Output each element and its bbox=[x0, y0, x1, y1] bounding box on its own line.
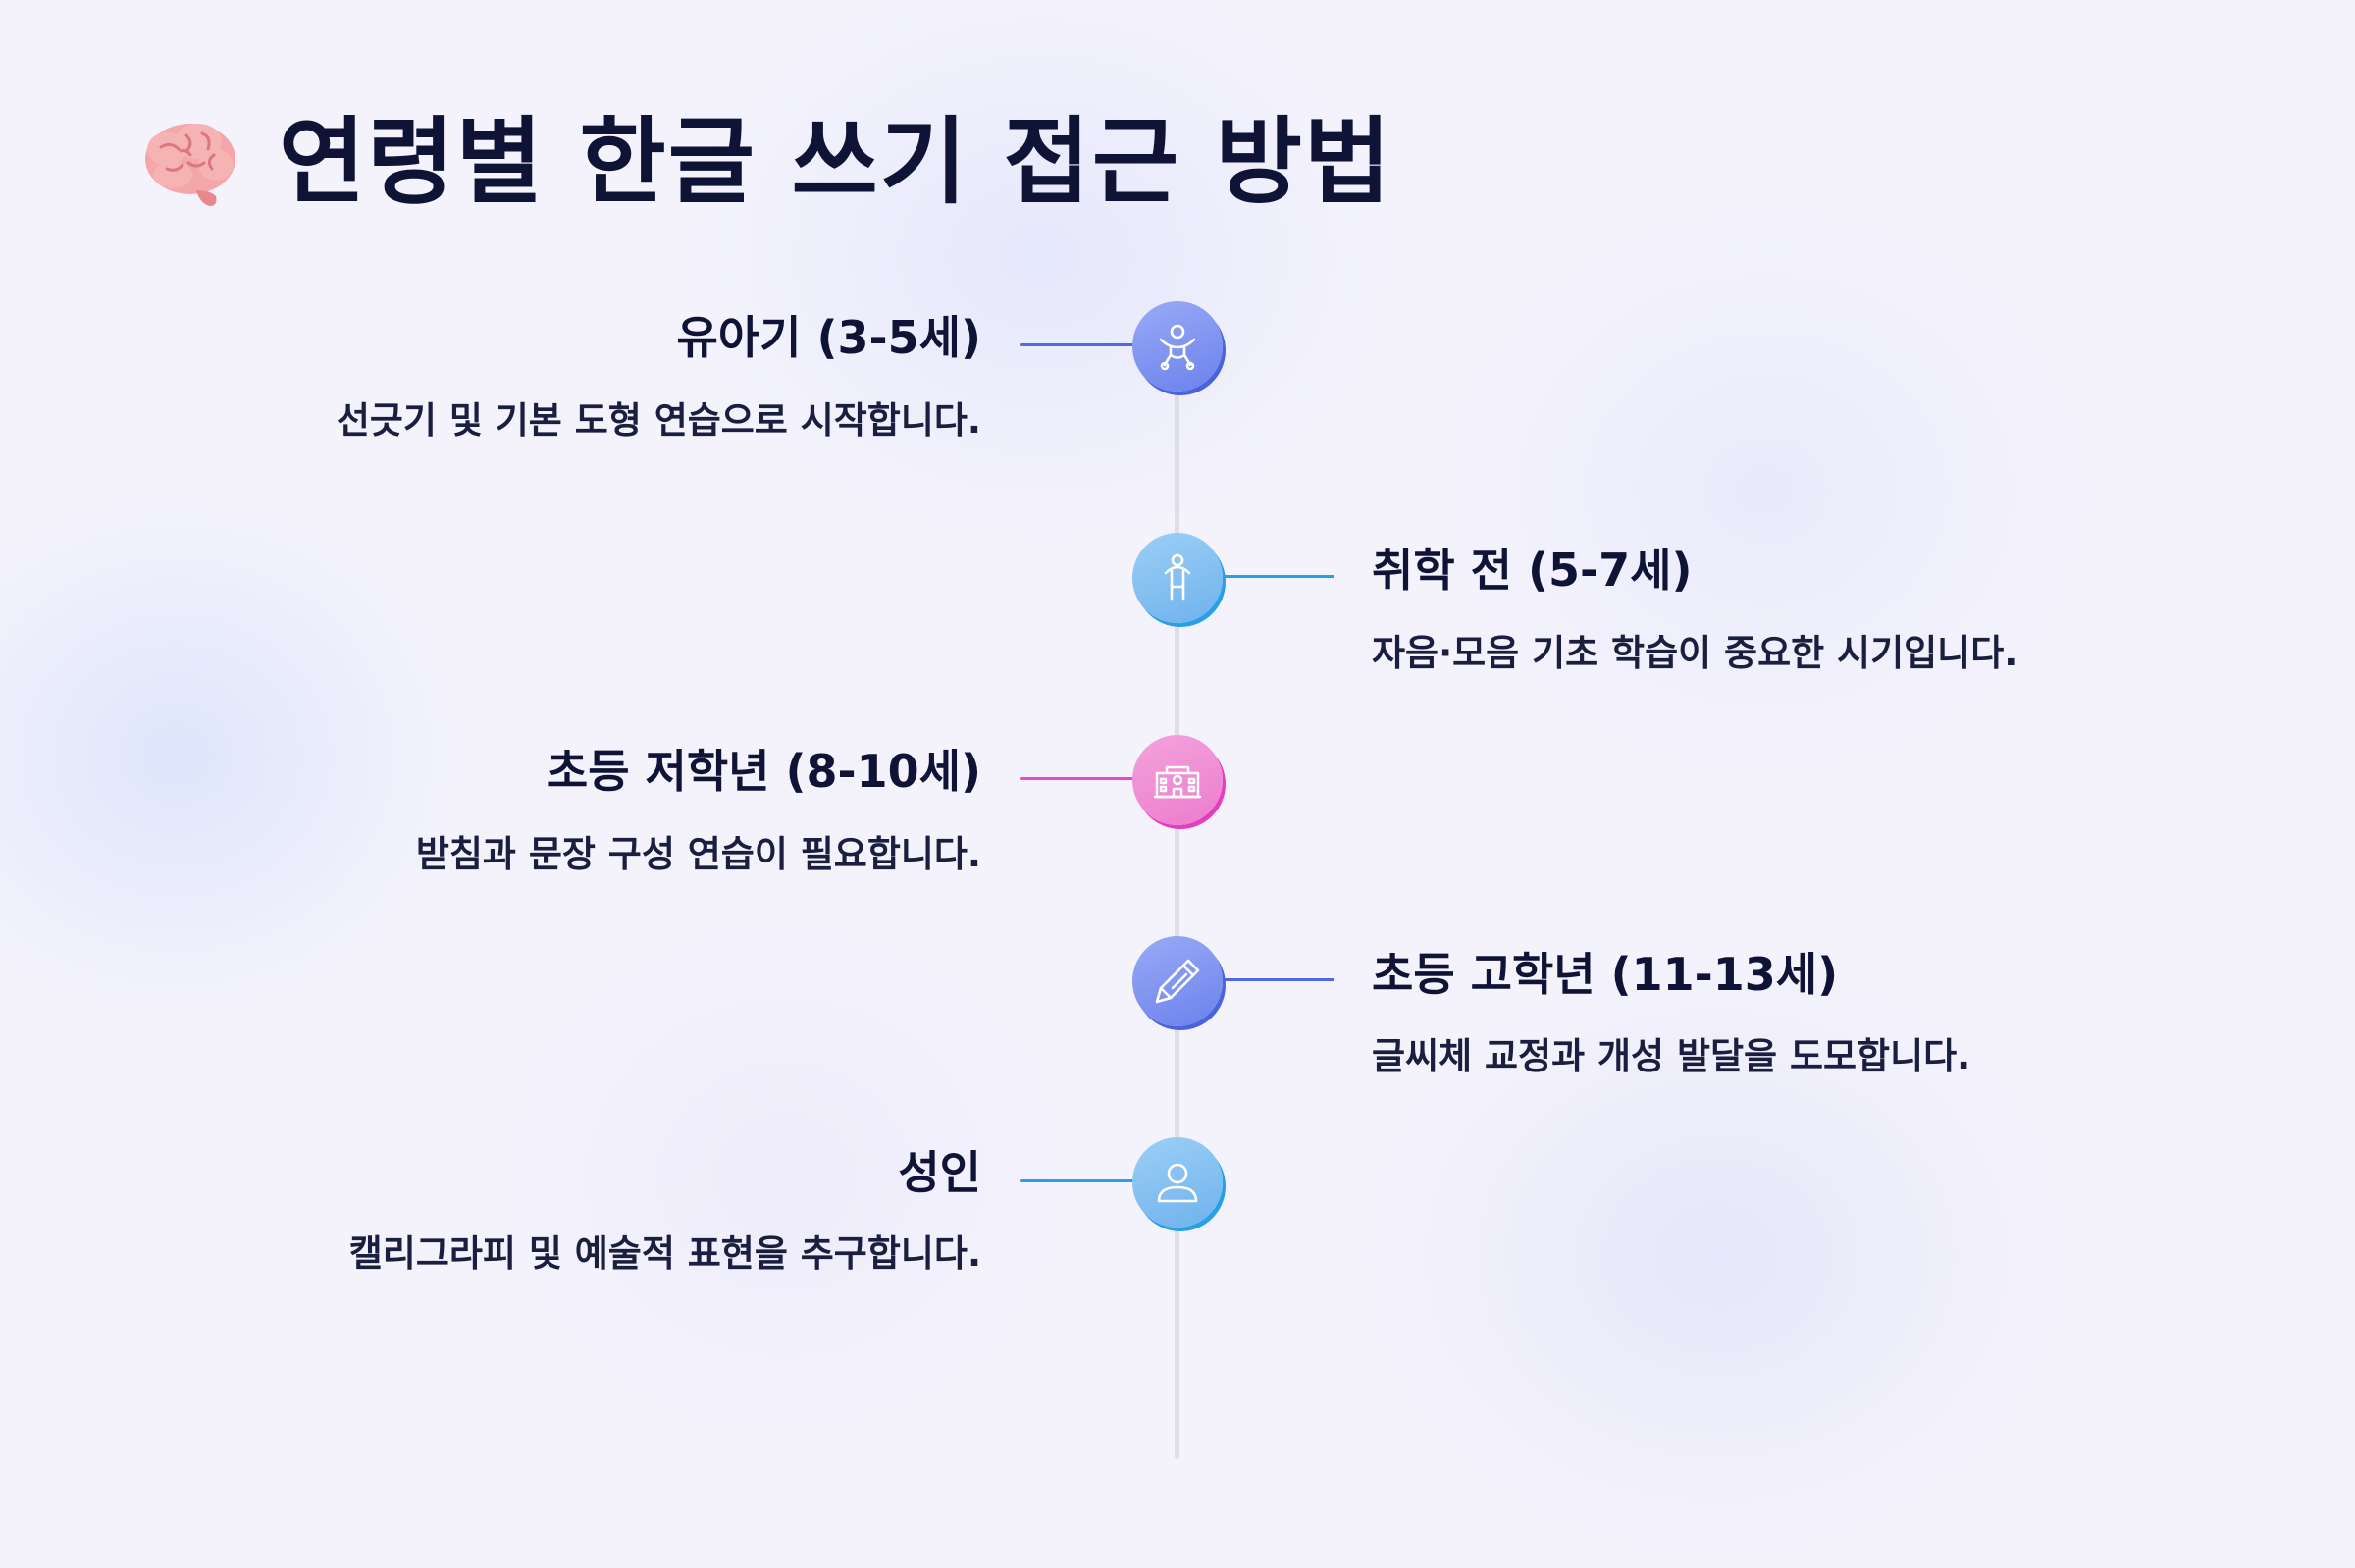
stage-title: 유아기 (3-5세) bbox=[676, 311, 981, 364]
school-icon bbox=[1153, 765, 1202, 799]
stage-connector bbox=[1221, 978, 1334, 981]
stage-title: 성인 bbox=[898, 1146, 981, 1199]
stage-node bbox=[1132, 1137, 1223, 1228]
stage-node bbox=[1132, 936, 1223, 1026]
stage-title: 취학 전 (5-7세) bbox=[1372, 544, 1693, 597]
stage-description: 캘리그라피 및 예술적 표현을 추구합니다. bbox=[348, 1232, 981, 1275]
stage-connector bbox=[1020, 777, 1136, 780]
page-header: 연령별 한글 쓰기 접근 방법 bbox=[137, 98, 1392, 226]
stage-node bbox=[1132, 533, 1223, 623]
stage-description: 글씨체 교정과 개성 발달을 도모합니다. bbox=[1372, 1035, 1971, 1077]
pencil-icon bbox=[1155, 959, 1200, 1004]
stage-connector bbox=[1020, 1179, 1136, 1182]
stage-connector bbox=[1221, 575, 1334, 578]
stage-description: 자음·모음 기초 학습이 중요한 시기입니다. bbox=[1372, 632, 2018, 674]
baby-icon bbox=[1159, 324, 1196, 371]
stage-connector bbox=[1020, 343, 1136, 346]
stage-node bbox=[1132, 735, 1223, 825]
stage-title: 초등 고학년 (11-13세) bbox=[1372, 948, 1839, 1001]
user-icon bbox=[1157, 1163, 1198, 1203]
timeline-axis bbox=[1175, 345, 1179, 1459]
stage-title: 초등 저학년 (8-10세) bbox=[546, 745, 981, 798]
stage-description: 받침과 문장 구성 연습이 필요합니다. bbox=[415, 833, 981, 875]
brain-icon bbox=[145, 124, 236, 206]
page-title: 연령별 한글 쓰기 접근 방법 bbox=[279, 107, 1393, 217]
stage-node bbox=[1132, 301, 1223, 392]
stage-description: 선긋기 및 기본 도형 연습으로 시작합니다. bbox=[336, 399, 981, 442]
child-icon bbox=[1164, 553, 1191, 601]
